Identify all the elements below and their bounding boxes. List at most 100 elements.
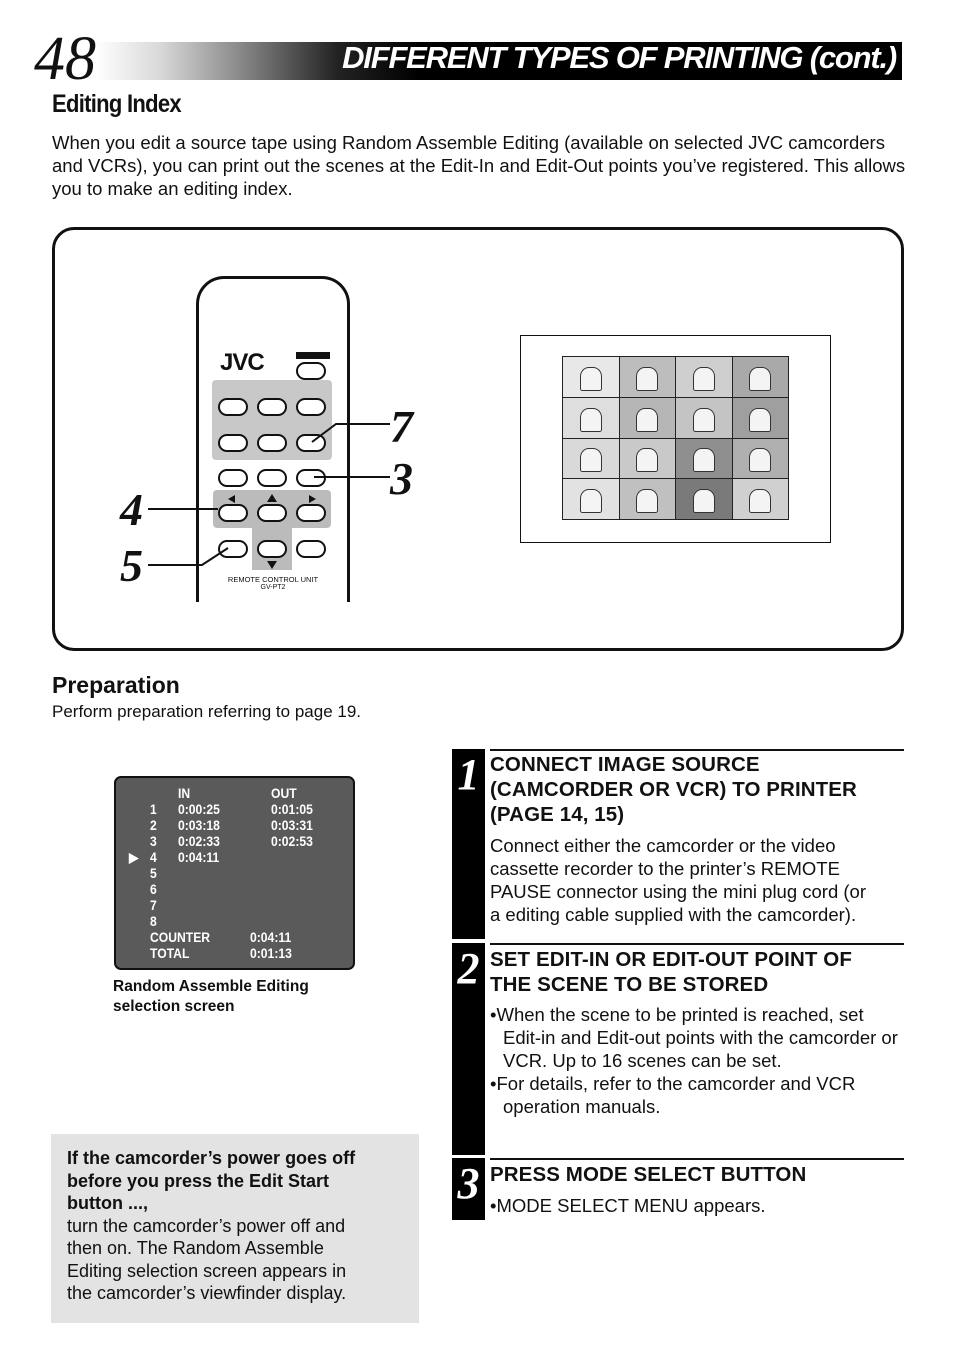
- thumbnail-figure: [579, 366, 602, 391]
- thumbnail-figure: [692, 407, 715, 432]
- row-out: 0:02:53: [271, 834, 313, 849]
- remote-button: [218, 469, 248, 487]
- row-in: 0:02:33: [178, 834, 220, 849]
- section-title: Editing Index: [52, 90, 182, 118]
- body-line: Connect either the camcorder or the vide…: [490, 835, 836, 856]
- thumbnail-figure: [692, 489, 715, 514]
- row-number: 2: [150, 818, 157, 833]
- remote-model: GV-PT2: [260, 584, 286, 591]
- caption-line: selection screen: [113, 998, 235, 1015]
- row-number: 4: [150, 850, 157, 865]
- thumbnail: [563, 397, 619, 438]
- thumbnail: [676, 479, 732, 519]
- thumbnail: [732, 438, 788, 479]
- remote-button: [218, 398, 248, 416]
- thumbnail-figure: [579, 489, 602, 514]
- heading-line: (CAMCORDER OR VCR) TO PRINTER: [490, 778, 857, 801]
- thumbnail: [732, 357, 788, 397]
- remote-button-4: [218, 504, 248, 522]
- remote-top-bar: [296, 352, 330, 359]
- remote-button: [296, 540, 326, 558]
- random-assemble-screen: IN OUT 1 0:00:25 0:01:05 2 0:03:18 0:03:…: [114, 776, 355, 970]
- note-bold-line: before you press the Edit Start: [67, 1170, 330, 1191]
- row-in: 0:00:25: [178, 802, 220, 817]
- thumbnail-figure: [579, 407, 602, 432]
- thumbnail-figure: [749, 489, 772, 514]
- thumbnail-figure: [636, 489, 659, 514]
- heading-line: (PAGE 14, 15): [490, 803, 625, 826]
- thumbnail-figure: [636, 366, 659, 391]
- thumbnail: [563, 479, 619, 519]
- thumbnail: [619, 357, 675, 397]
- total-value: 0:01:13: [250, 946, 292, 961]
- thumbnail: [676, 397, 732, 438]
- screen-caption: Random Assemble Editing selection screen: [113, 977, 363, 1017]
- remote-button: [257, 504, 287, 522]
- thumbnail-figure: [636, 407, 659, 432]
- thumbnail: [619, 397, 675, 438]
- bullet-item: •When the scene to be printed is reached…: [490, 1004, 898, 1071]
- callout-4: 4: [120, 484, 143, 535]
- note-line: then on. The Random Assemble: [67, 1238, 324, 1258]
- remote-button: [296, 362, 326, 380]
- heading-line: THE SCENE TO BE STORED: [490, 973, 769, 996]
- intro-paragraph: When you edit a source tape using Random…: [52, 132, 906, 199]
- row-out: 0:01:05: [271, 802, 313, 817]
- thumbnail-figure: [749, 407, 772, 432]
- remote-button: [296, 398, 326, 416]
- remote-button: [296, 504, 326, 522]
- thumbnail: [676, 357, 732, 397]
- thumbnail: [563, 357, 619, 397]
- step-3-heading: PRESS MODE SELECT BUTTON: [490, 1163, 807, 1186]
- thumbnail: [676, 438, 732, 479]
- cursor-icon: ▶: [129, 850, 139, 865]
- callout-lines: [148, 423, 390, 566]
- remote-label: REMOTE CONTROL UNIT: [227, 575, 319, 584]
- col-out-header: OUT: [271, 786, 297, 801]
- counter-value: 0:04:11: [250, 930, 292, 945]
- thumbnail: [563, 438, 619, 479]
- body-line: a editing cable supplied with the camcor…: [490, 904, 857, 925]
- jvc-logo: JVC: [220, 349, 265, 376]
- arrow-down-icon: [267, 561, 277, 569]
- row-in: 0:03:18: [178, 818, 220, 833]
- step-1-body: Connect either the camcorder or the vide…: [490, 834, 910, 926]
- arrow-left-icon: [228, 495, 235, 503]
- figure-box: [52, 227, 904, 651]
- note-line: the camcorder’s viewfinder display.: [67, 1283, 347, 1303]
- row-number: 1: [150, 802, 157, 817]
- row-number: 6: [150, 882, 157, 897]
- thumbnail-figure: [749, 366, 772, 391]
- step-divider: [490, 943, 904, 945]
- callout-5: 5: [120, 540, 143, 591]
- step-divider: [490, 749, 904, 751]
- note-line: turn the camcorder’s power off and: [67, 1215, 346, 1236]
- remote-button-7: [296, 434, 326, 452]
- step-1-heading: CONNECT IMAGE SOURCE (CAMCORDER OR VCR) …: [490, 752, 908, 827]
- counter-label: COUNTER: [150, 930, 211, 945]
- thumbnail: [732, 397, 788, 438]
- thumbnail-figure: [692, 448, 715, 473]
- bullet-item: •MODE SELECT MENU appears.: [490, 1195, 766, 1216]
- total-label: TOTAL: [150, 946, 190, 961]
- body-line: cassette recorder to the printer’s REMOT…: [490, 858, 840, 879]
- col-in-header: IN: [178, 786, 191, 801]
- step-2-body: •When the scene to be printed is reached…: [490, 1003, 902, 1118]
- thumbnail-figure: [636, 448, 659, 473]
- thumbnail-figure: [749, 448, 772, 473]
- thumbnail: [732, 479, 788, 519]
- note-line: Editing selection screen appears in: [67, 1260, 347, 1281]
- heading-line: SET EDIT-IN OR EDIT-OUT POINT OF: [490, 948, 852, 971]
- row-in: 0:04:11: [178, 850, 220, 865]
- step-number-1: 1: [452, 749, 485, 939]
- note-bold-line: If the camcorder’s power goes off: [67, 1148, 356, 1168]
- arrow-right-icon: [309, 495, 316, 503]
- remote-button: [257, 434, 287, 452]
- step-3-body: •MODE SELECT MENU appears.: [490, 1194, 910, 1217]
- callout-7: 7: [390, 401, 413, 452]
- bullet-item: •For details, refer to the camcorder and…: [490, 1073, 856, 1117]
- note-bold-line: button ...,: [67, 1193, 148, 1213]
- body-line: PAUSE connector using the mini plug cord…: [490, 881, 867, 902]
- thumbnail: [619, 438, 675, 479]
- preparation-title: Preparation: [52, 672, 180, 698]
